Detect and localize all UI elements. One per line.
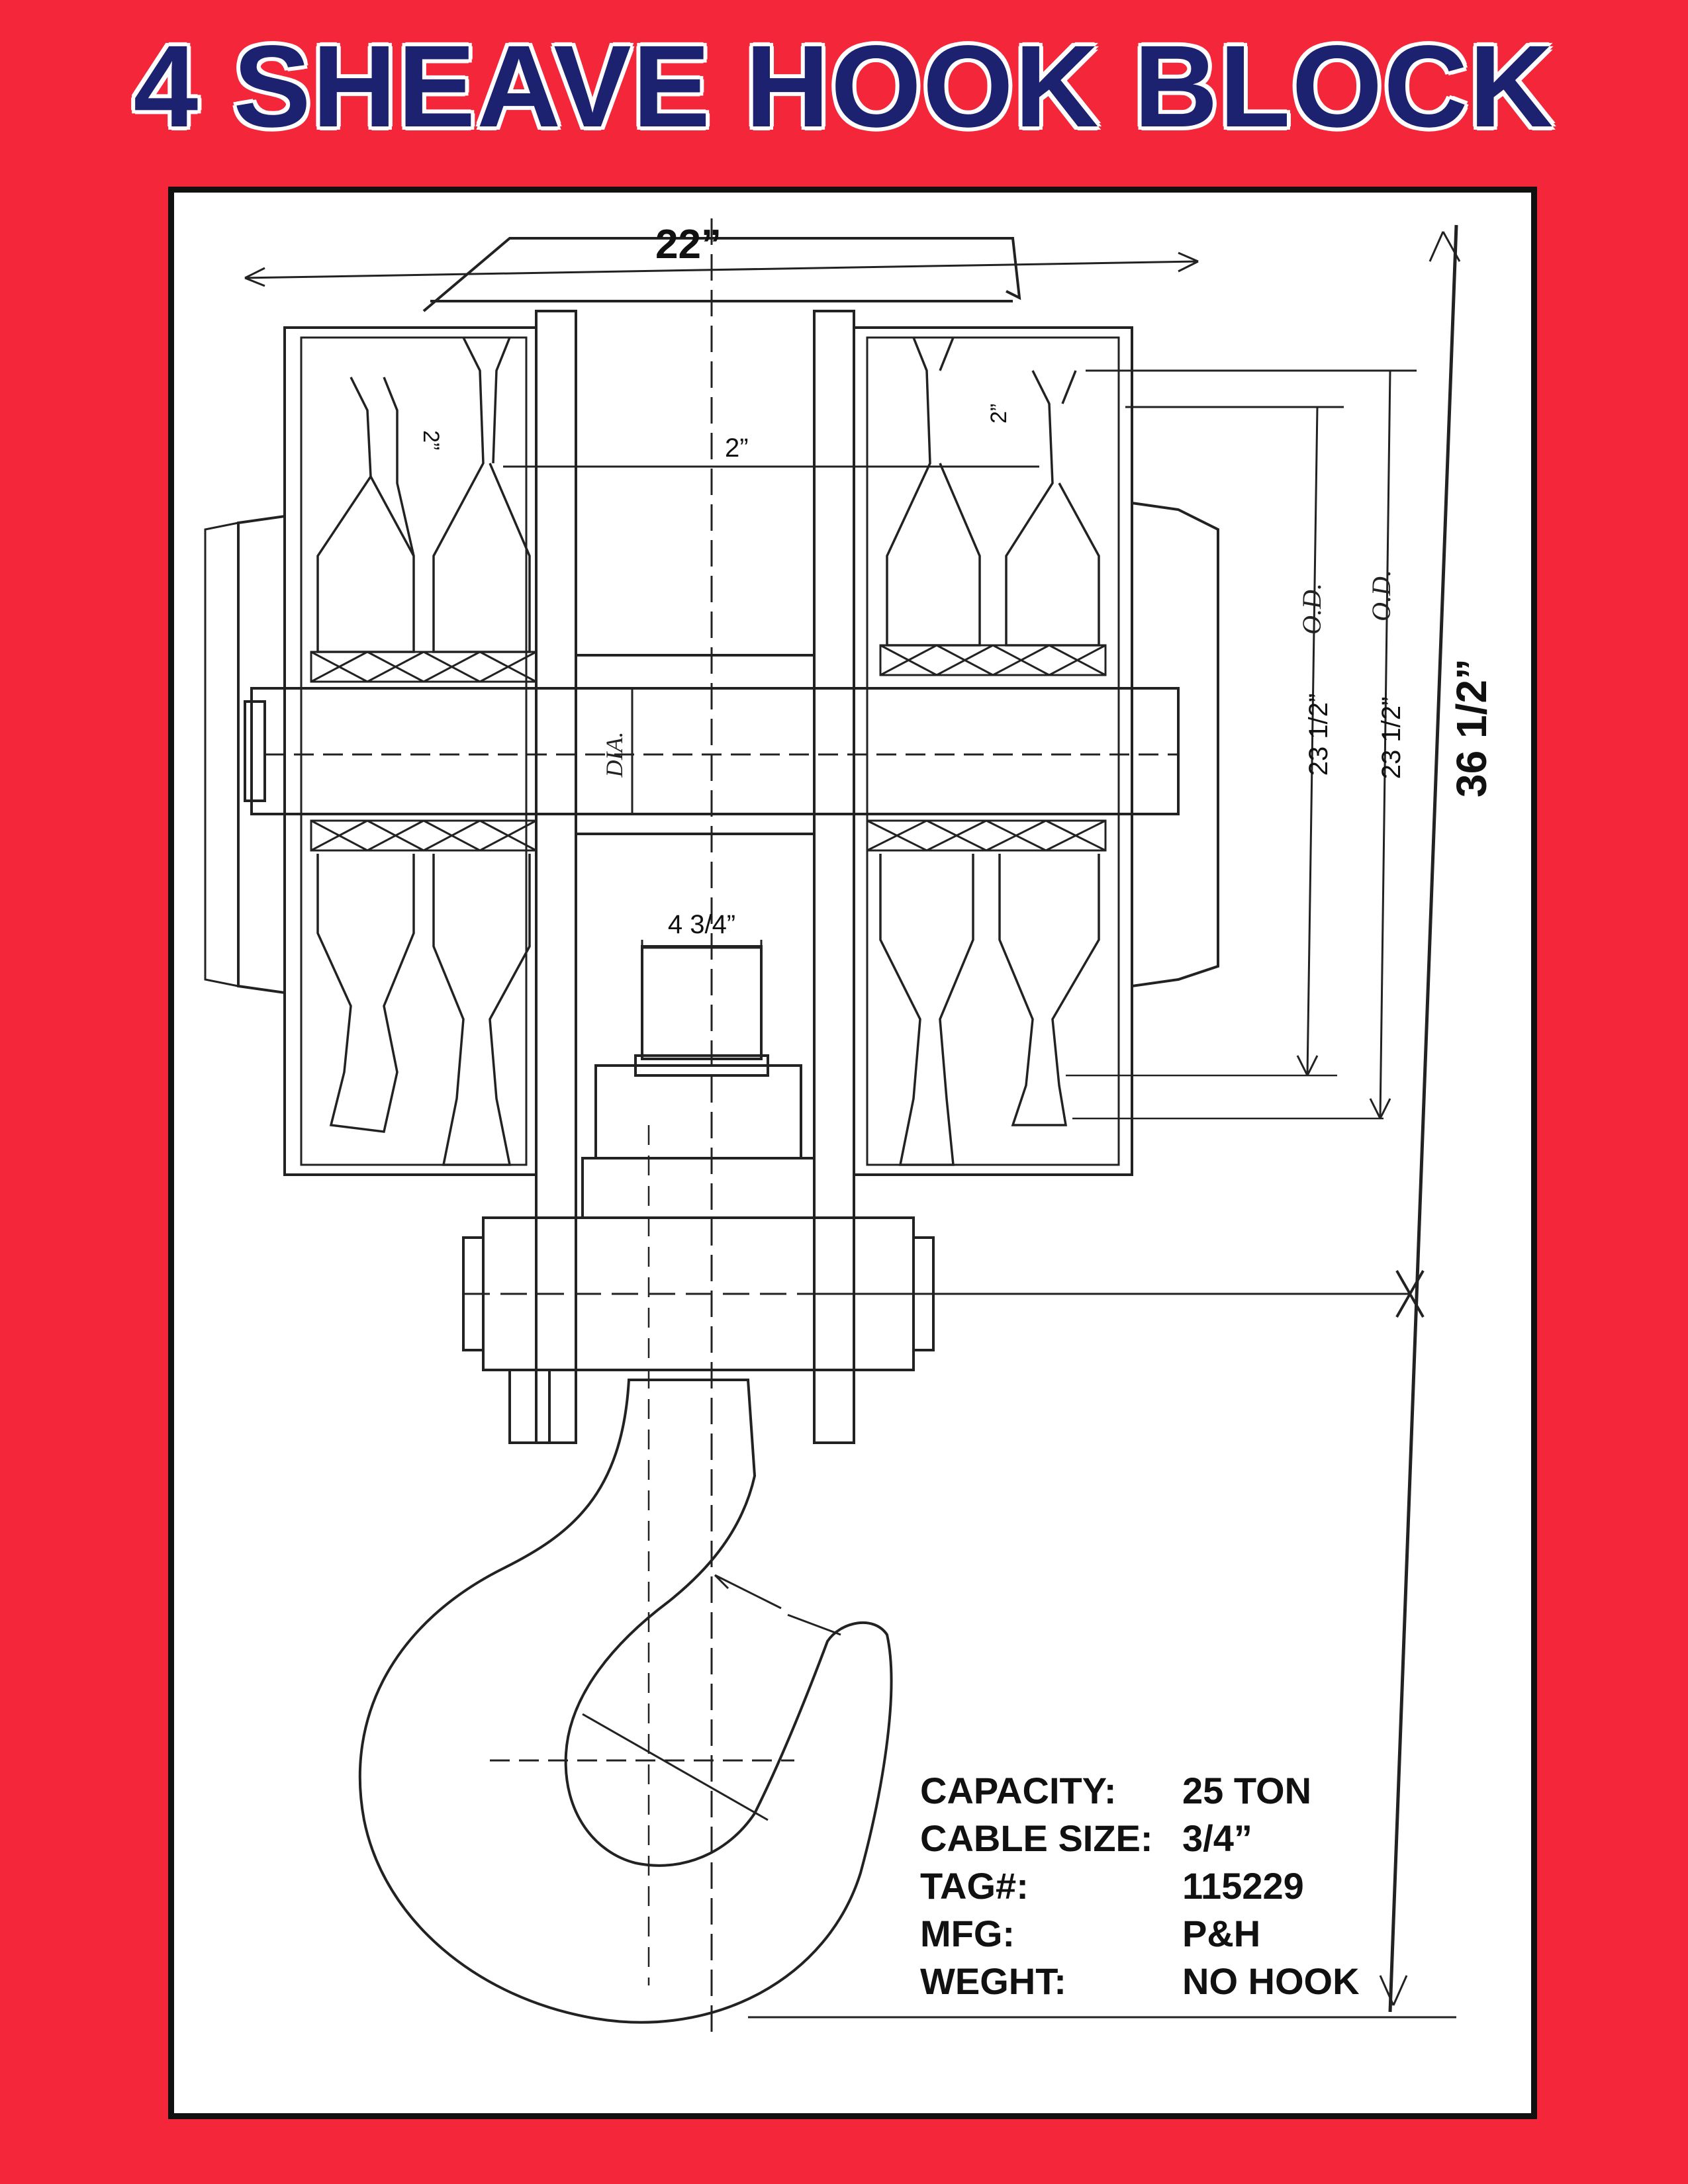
drawing-sheet [168, 187, 1537, 2119]
od-handwritten-1: O.D. [1297, 583, 1327, 635]
spec-row-capacity: CAPACITY: 25 TON [920, 1767, 1360, 1815]
spec-label: WEGHT: [920, 1960, 1066, 2002]
overall-height-label: 36 1/2” [1448, 659, 1495, 797]
spec-value: 3/4” [1182, 1817, 1252, 1859]
spec-row-cable-size: CABLE SIZE: 3/4” [920, 1815, 1360, 1862]
spec-value: NO HOOK [1182, 1960, 1360, 2002]
spec-value: 115229 [1182, 1865, 1304, 1907]
center-plate-left [535, 310, 577, 1444]
top-yoke [422, 237, 1021, 312]
sheave-2 [432, 337, 531, 653]
sheave-3 [886, 337, 981, 647]
spec-label: TAG#: [920, 1865, 1029, 1907]
side-frame-left [283, 326, 538, 1176]
sheave-1 [316, 377, 415, 653]
groove-left-label: 2” [418, 430, 444, 450]
od-handwritten-2: O.D. [1366, 570, 1396, 621]
groove-right-label: 2” [986, 404, 1011, 424]
spec-row-tag: TAG#: 115229 [920, 1862, 1360, 1910]
spec-row-weight: WEGHT: NO HOOK [920, 1958, 1360, 2005]
od-outer-label: 23 1/2” [1377, 697, 1406, 780]
page-title: 4 SHEAVE HOOK BLOCK [133, 22, 1555, 152]
axle [250, 687, 1180, 815]
spec-value: 25 TON [1182, 1770, 1312, 1811]
sheave-4 [1005, 370, 1100, 647]
hook [358, 1379, 893, 2024]
shank [641, 945, 763, 1060]
side-frame-right [853, 326, 1133, 1176]
shank-width-label: 4 3/4” [668, 910, 735, 939]
center-plate-right [813, 310, 855, 1444]
dia-handwritten: DIA. [601, 732, 628, 778]
crosshead [594, 1064, 802, 1160]
overall-width-label: 22” [655, 222, 722, 267]
od-inner-label: 23 1/2” [1304, 694, 1333, 776]
spec-table: CAPACITY: 25 TON CABLE SIZE: 3/4” TAG#: … [920, 1767, 1360, 2005]
spec-label: CAPACITY: [920, 1770, 1117, 1811]
sheave-spacing-label: 2” [725, 433, 749, 463]
spec-label: CABLE SIZE: [920, 1817, 1153, 1859]
spec-value: P&H [1182, 1913, 1261, 1954]
spec-label: MFG: [920, 1913, 1015, 1954]
spec-row-mfg: MFG: P&H [920, 1910, 1360, 1958]
